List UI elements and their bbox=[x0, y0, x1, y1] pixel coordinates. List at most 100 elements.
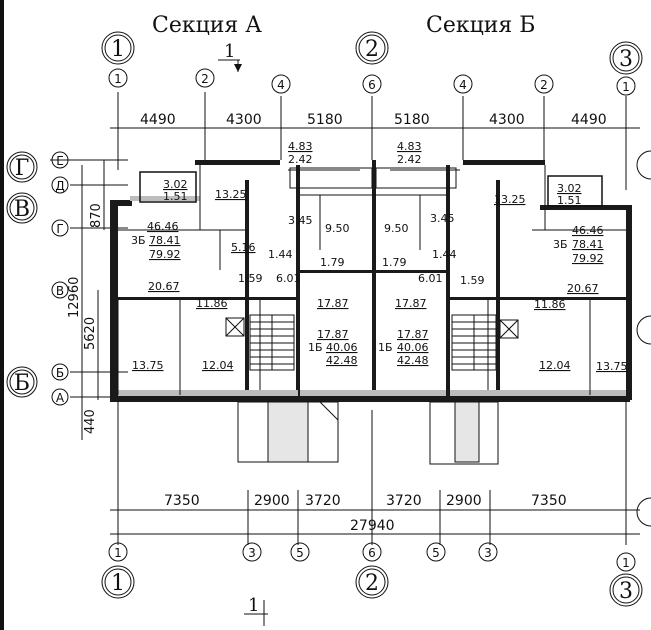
svg-text:3720: 3720 bbox=[386, 493, 422, 509]
svg-text:40.06: 40.06 bbox=[397, 341, 429, 354]
axis-2-top: 2 bbox=[355, 31, 389, 65]
svg-text:4.83: 4.83 bbox=[397, 140, 422, 153]
svg-text:5.16: 5.16 bbox=[231, 241, 256, 254]
axis-2-bottom: 2 bbox=[355, 565, 389, 599]
svg-text:4: 4 bbox=[277, 78, 285, 92]
svg-text:13.25: 13.25 bbox=[494, 193, 526, 206]
bottom-dimension-chain: 7350 2900 3720 3720 2900 7350 27940 bbox=[110, 400, 640, 545]
minor-axis-top-1: 1 bbox=[108, 68, 128, 88]
elevator-left bbox=[225, 317, 245, 337]
row-axis-V: В bbox=[51, 281, 69, 299]
svg-text:1.59: 1.59 bbox=[238, 272, 263, 285]
svg-text:5620: 5620 bbox=[83, 317, 98, 350]
svg-text:1: 1 bbox=[224, 41, 235, 62]
minor-axis-top-1b: 1 bbox=[616, 76, 636, 96]
svg-text:В: В bbox=[14, 197, 30, 222]
svg-text:5: 5 bbox=[296, 546, 304, 560]
svg-text:20.67: 20.67 bbox=[148, 280, 180, 293]
svg-text:1Б: 1Б bbox=[378, 341, 393, 354]
stair-right bbox=[451, 314, 497, 371]
svg-text:3: 3 bbox=[619, 579, 633, 604]
svg-text:3.02: 3.02 bbox=[557, 182, 582, 195]
svg-text:6: 6 bbox=[368, 546, 376, 560]
svg-text:79.92: 79.92 bbox=[149, 248, 181, 261]
minor-axis-bottom-6: 6 bbox=[362, 542, 382, 562]
svg-text:Б: Б bbox=[56, 366, 64, 380]
svg-text:1: 1 bbox=[111, 571, 125, 596]
svg-text:12.04: 12.04 bbox=[202, 359, 234, 372]
svg-text:3720: 3720 bbox=[305, 493, 341, 509]
svg-text:1.79: 1.79 bbox=[382, 256, 407, 269]
balcony-center bbox=[289, 167, 457, 189]
svg-text:13.75: 13.75 bbox=[132, 359, 164, 372]
svg-text:1.44: 1.44 bbox=[268, 248, 293, 261]
left-dimension-chain: 870 12960 5620 440 bbox=[50, 159, 128, 440]
minor-axis-bottom-3b: 3 bbox=[478, 542, 498, 562]
svg-text:13.75: 13.75 bbox=[596, 360, 628, 373]
minor-axis-bottom-5b: 5 bbox=[426, 542, 446, 562]
minor-axis-bottom-5: 5 bbox=[290, 542, 310, 562]
svg-text:6: 6 bbox=[368, 78, 376, 92]
svg-text:Е: Е bbox=[56, 154, 64, 168]
minor-axis-bottom-1b: 1 bbox=[616, 552, 636, 572]
svg-text:1: 1 bbox=[111, 37, 125, 62]
elevator-right bbox=[499, 319, 519, 339]
svg-text:Г: Г bbox=[15, 156, 30, 181]
svg-text:Г: Г bbox=[56, 222, 63, 236]
building-outer-walls bbox=[110, 160, 632, 402]
svg-text:78.41: 78.41 bbox=[572, 238, 604, 251]
svg-text:42.48: 42.48 bbox=[326, 354, 358, 367]
svg-text:42.48: 42.48 bbox=[397, 354, 429, 367]
svg-text:12.04: 12.04 bbox=[539, 359, 571, 372]
svg-text:5180: 5180 bbox=[307, 112, 343, 128]
axis-1-top: 1 bbox=[101, 31, 135, 65]
row-axis-G: Г bbox=[51, 219, 69, 237]
frame-left bbox=[0, 0, 4, 630]
svg-text:9.50: 9.50 bbox=[384, 222, 409, 235]
svg-text:3.45: 3.45 bbox=[288, 214, 313, 227]
svg-text:2: 2 bbox=[365, 571, 379, 596]
axis-3-top: 3 bbox=[609, 41, 643, 75]
svg-text:4490: 4490 bbox=[571, 112, 607, 128]
svg-text:1: 1 bbox=[114, 72, 122, 86]
svg-text:6.01: 6.01 bbox=[418, 272, 443, 285]
svg-text:17.87: 17.87 bbox=[317, 328, 349, 341]
svg-text:4: 4 bbox=[459, 78, 467, 92]
svg-text:11.86: 11.86 bbox=[196, 297, 228, 310]
svg-text:2900: 2900 bbox=[254, 493, 290, 509]
porch-left bbox=[237, 401, 339, 463]
svg-text:1: 1 bbox=[622, 556, 630, 570]
minor-axis-top-6: 6 bbox=[362, 74, 382, 94]
svg-text:1: 1 bbox=[248, 595, 259, 616]
axis-3-bottom: 3 bbox=[609, 573, 643, 607]
svg-text:9.50: 9.50 bbox=[325, 222, 350, 235]
svg-text:2: 2 bbox=[540, 78, 548, 92]
svg-text:6.01: 6.01 bbox=[276, 272, 301, 285]
svg-text:В: В bbox=[56, 284, 64, 298]
svg-text:4490: 4490 bbox=[140, 112, 176, 128]
svg-text:2.42: 2.42 bbox=[397, 153, 422, 166]
svg-text:46.46: 46.46 bbox=[147, 220, 179, 233]
row-axis-B-major: Б bbox=[6, 366, 38, 398]
axis-1-bottom: 1 bbox=[101, 565, 135, 599]
top-dimension-chain: 4490 4300 5180 5180 4300 4490 bbox=[110, 92, 640, 190]
row-axis-B: Б bbox=[51, 363, 69, 381]
minor-axis-top-4: 4 bbox=[271, 74, 291, 94]
svg-text:7350: 7350 bbox=[531, 493, 567, 509]
svg-text:12960: 12960 bbox=[67, 277, 82, 318]
svg-text:2: 2 bbox=[201, 72, 209, 86]
svg-text:1: 1 bbox=[114, 546, 122, 560]
svg-text:Б: Б bbox=[14, 371, 30, 396]
row-axis-A: А bbox=[51, 388, 69, 406]
svg-text:440: 440 bbox=[83, 409, 98, 434]
areas-section-a: 4.83 2.42 3.02 1.51 13.25 3.45 9.50 46.4… bbox=[131, 140, 358, 372]
svg-text:1.51: 1.51 bbox=[163, 190, 188, 203]
svg-text:4300: 4300 bbox=[489, 112, 525, 128]
svg-text:40.06: 40.06 bbox=[326, 341, 358, 354]
interior-partitions bbox=[117, 165, 626, 395]
svg-text:17.87: 17.87 bbox=[317, 297, 349, 310]
svg-text:17.87: 17.87 bbox=[397, 328, 429, 341]
svg-text:46.46: 46.46 bbox=[572, 224, 604, 237]
minor-axis-bottom-3: 3 bbox=[242, 542, 262, 562]
